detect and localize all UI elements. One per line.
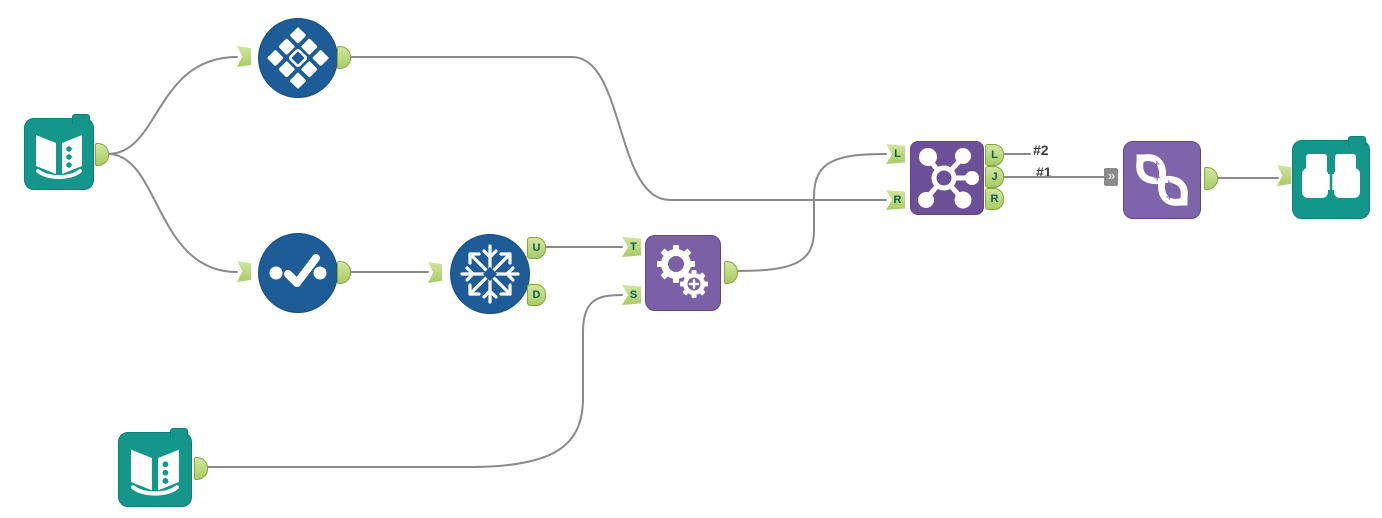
join-output-anchor-r[interactable]: R [985,188,1004,210]
dot-check-dot-icon [269,254,327,287]
select-records-output-anchor[interactable] [337,261,351,284]
input-data-tool-2[interactable] [118,428,192,507]
anchor-letter: L [991,149,998,161]
molecule-icon [918,148,979,209]
select-output-anchor[interactable] [337,46,351,69]
anchor-letter: R [893,194,902,206]
svg-text:x: x [1152,158,1163,169]
anchor-letter: D [532,289,541,301]
anchor-letter: J [991,171,998,183]
append-fields-tool[interactable] [645,235,721,311]
unique-output-anchor-d[interactable]: D [527,284,546,306]
browse-tool[interactable] [1292,136,1370,219]
snowflake-icon [460,244,520,304]
diamond-grid-icon [267,27,329,89]
anchor-letter: T [630,241,637,253]
svg-text:x: x [1152,172,1163,183]
anchor-letter: R [990,193,999,205]
select-records-input-anchor[interactable] [237,261,251,282]
select-records-tool[interactable] [258,233,338,313]
join-output-anchor-l[interactable]: L [985,144,1004,166]
unique-output-anchor-u[interactable]: U [527,237,546,259]
wire-input1-selectrecords[interactable] [107,153,238,273]
folder-tab [170,428,188,438]
input2-output-anchor[interactable] [194,457,208,480]
join-tool[interactable] [910,141,984,215]
unique-tool[interactable] [450,234,530,314]
connection-label-2: #2 [1033,142,1049,158]
folder-tab [1348,136,1366,146]
anchor-letter: S [629,289,638,301]
gears-plus-icon [657,245,708,298]
unique-input-anchor[interactable] [428,262,442,283]
wireless-connection-marker[interactable]: » [1104,168,1118,186]
svg-text:x: x [1164,178,1175,189]
browse-input-anchor[interactable] [1277,165,1291,186]
fuzzy-match-tool[interactable]: x x x x [1123,141,1201,219]
append-input-anchor-s[interactable]: S [622,285,641,305]
anchor-letter: L [894,148,901,160]
input1-output-anchor[interactable] [95,143,109,166]
wire-select-join-r[interactable] [349,56,887,201]
book-icon [36,135,82,179]
wire-append-join-l[interactable] [736,153,887,272]
join-input-anchor-r[interactable]: R [886,190,905,210]
wireless-chevrons: » [1107,168,1115,183]
folder-tab [72,114,90,124]
join-input-anchor-l[interactable]: L [886,144,905,164]
book-icon [131,449,179,496]
anchor-letter: U [532,242,541,254]
join-output-anchor-j[interactable]: J [985,166,1004,188]
wire-input2-append-s[interactable] [206,294,623,468]
dna-icon: x x x x [1136,154,1188,206]
select-tool[interactable] [258,18,338,98]
append-output-anchor[interactable] [724,261,738,284]
append-input-anchor-t[interactable]: T [622,237,641,257]
svg-text:x: x [1164,191,1175,202]
wire-input1-select[interactable] [107,56,238,155]
select-input-anchor[interactable] [237,46,251,67]
fuzzy-match-output-anchor[interactable] [1204,167,1218,190]
input-data-tool[interactable] [24,114,94,190]
binoculars-icon [1302,154,1360,198]
